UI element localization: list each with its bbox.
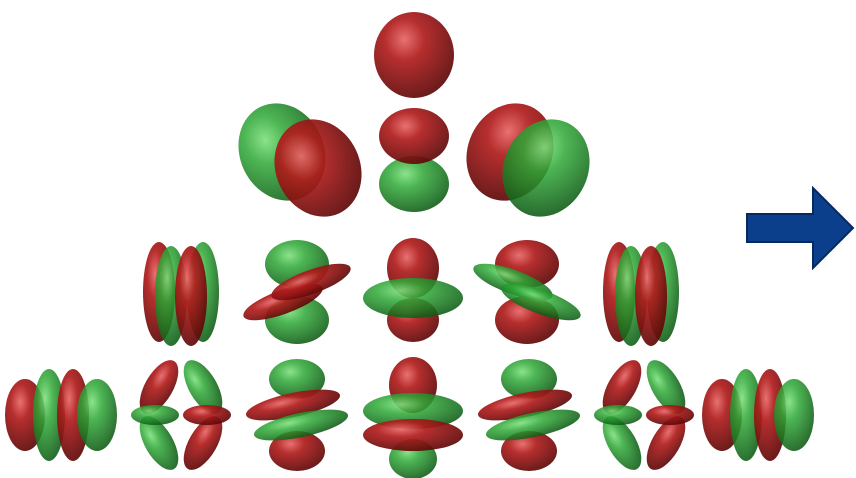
orbital-l3-m-1 — [244, 359, 351, 471]
negative-lobe — [131, 405, 179, 425]
orbital-l2-m-2 — [143, 242, 219, 346]
negative-lobe — [77, 379, 117, 451]
right-arrow-icon — [745, 186, 855, 270]
negative-lobe — [594, 405, 642, 425]
orbital-l0-m0 — [374, 12, 454, 98]
orbital-l1-m1 — [451, 89, 605, 231]
torus-ring — [363, 419, 463, 451]
orbital-l3-m-2 — [131, 354, 231, 476]
orbital-l2-m1 — [469, 240, 584, 344]
negative-lobe — [379, 156, 449, 212]
positive-lobe — [379, 108, 449, 164]
orbital-l2-m2 — [603, 242, 679, 346]
orbital-l3-m0 — [363, 357, 463, 478]
orbital-l3-m1 — [476, 359, 583, 471]
orbital-l1-m0 — [379, 108, 449, 212]
orbital-l3-m-3 — [5, 369, 117, 461]
s-sphere — [374, 12, 454, 98]
orbital-l1-m-1 — [223, 89, 377, 231]
positive-lobe — [646, 405, 694, 425]
torus-ring — [363, 278, 463, 318]
orbital-l2-m0 — [363, 238, 463, 342]
positive-lobe — [635, 246, 667, 346]
positive-lobe — [183, 405, 231, 425]
orbital-l3-m2 — [594, 354, 694, 476]
positive-lobe — [175, 246, 207, 346]
negative-lobe — [774, 379, 814, 451]
orbital-l2-m-1 — [239, 240, 354, 344]
orbital-l3-m3 — [702, 369, 814, 461]
